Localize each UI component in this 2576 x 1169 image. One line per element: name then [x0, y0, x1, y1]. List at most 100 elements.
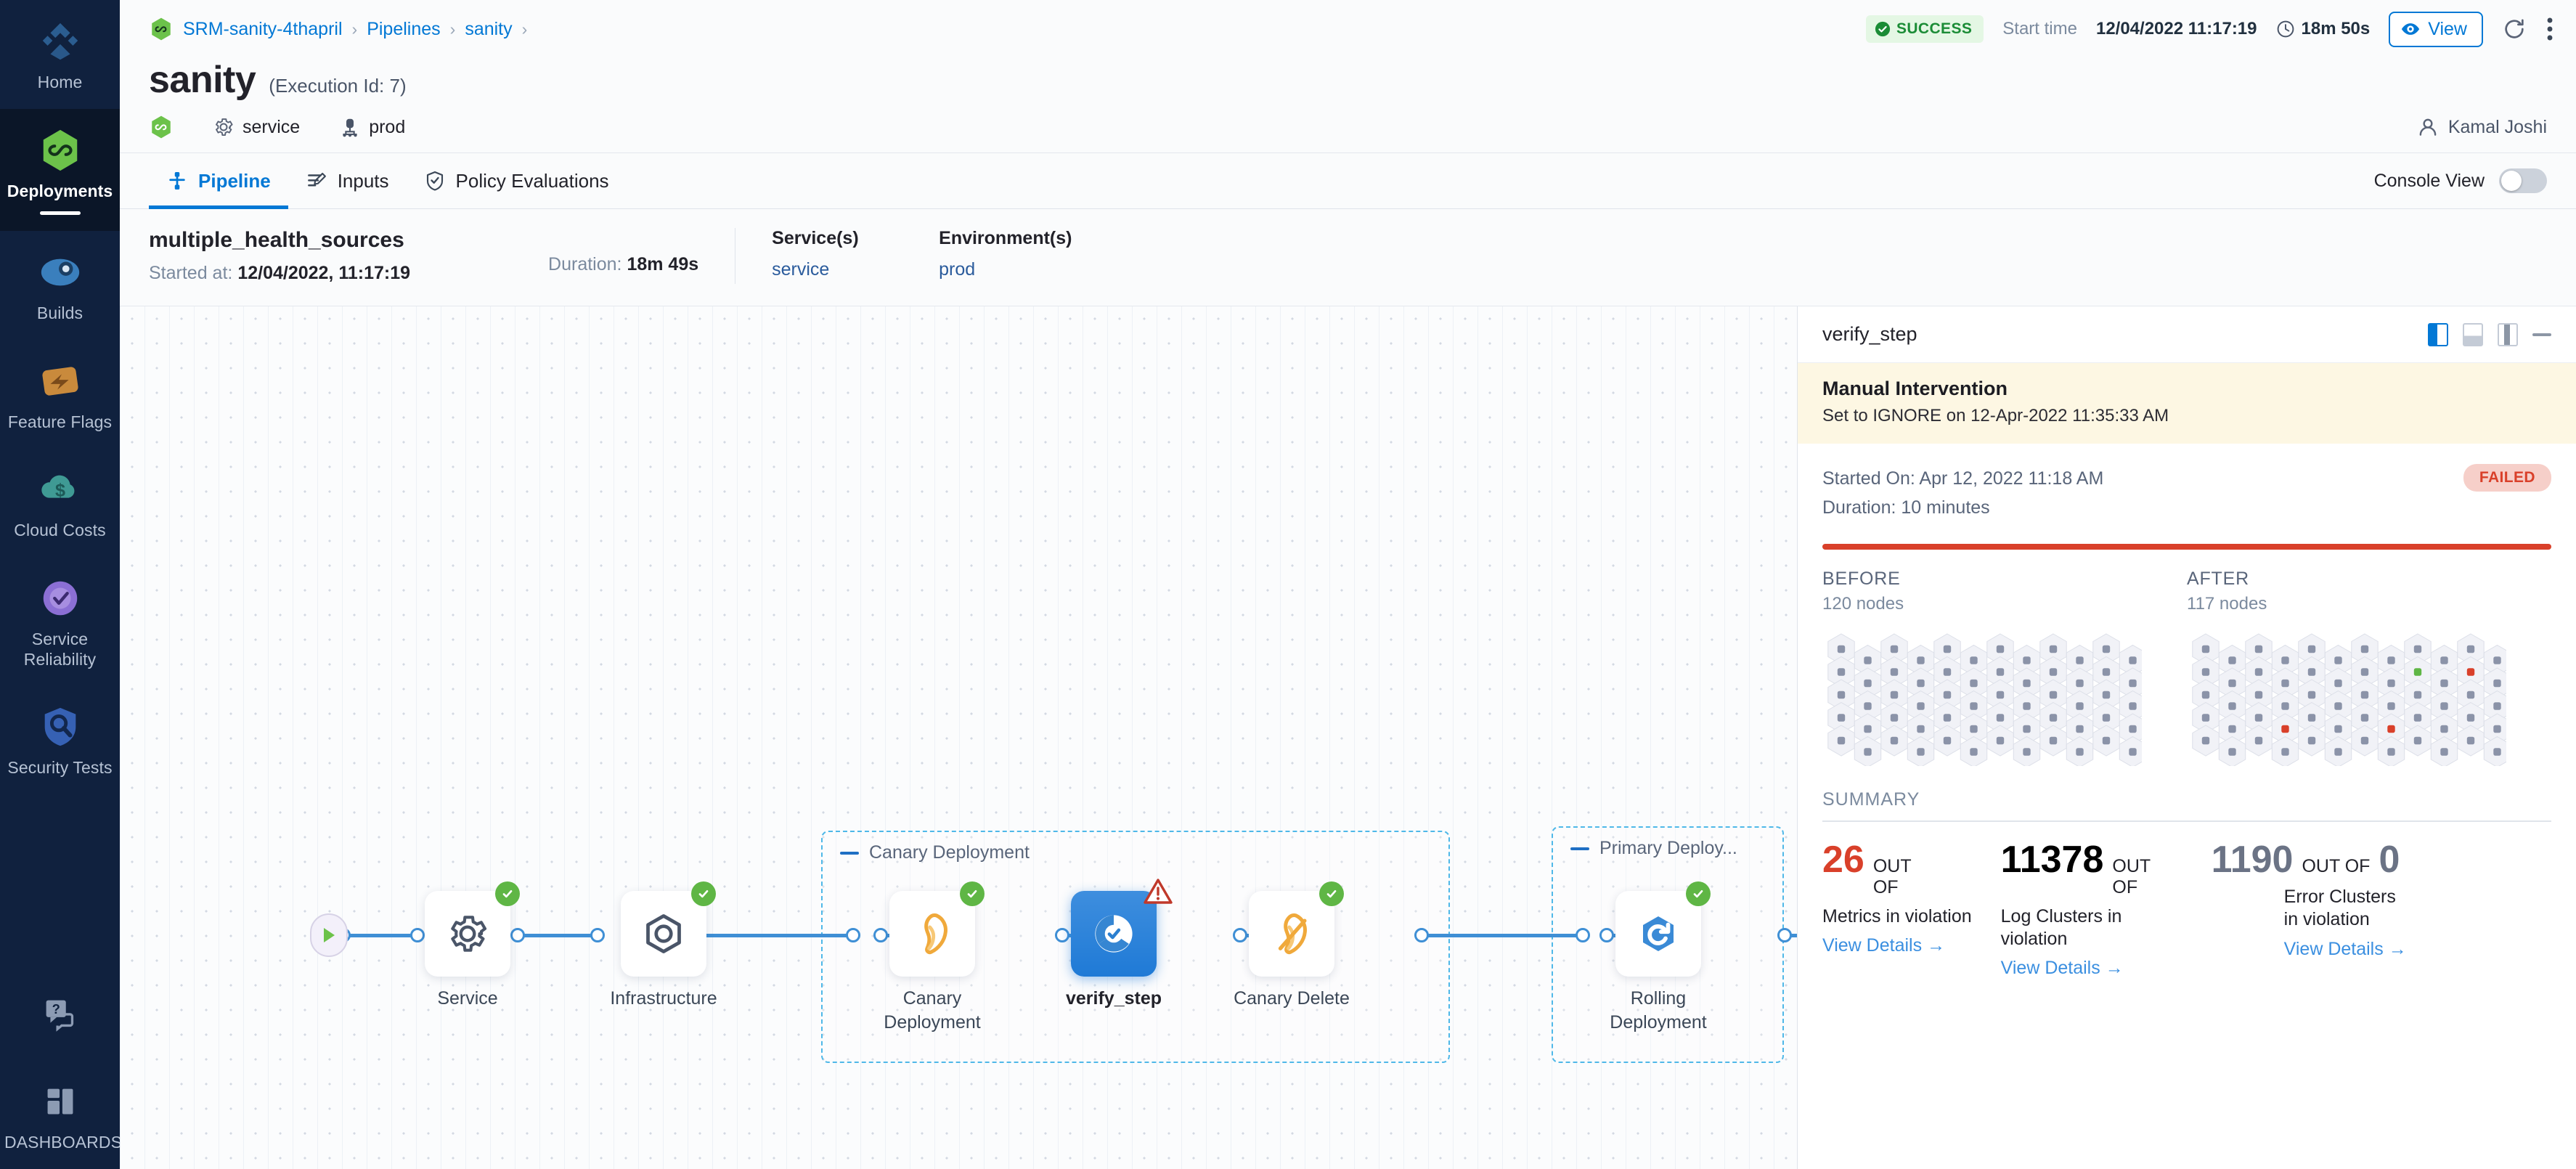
after-node-count: 117 nodes — [2187, 594, 2267, 614]
summary-view-details-link[interactable]: View Details → — [2284, 939, 2415, 960]
sidebar-item-security-tests[interactable]: Security Tests — [0, 685, 120, 794]
page-header: sanity (Execution Id: 7) service — [120, 58, 2576, 152]
meta-environment-label: prod — [369, 116, 406, 137]
sidebar-item-label: DASHBOARDS — [4, 1133, 123, 1152]
sidebar-spacer — [0, 794, 120, 972]
manual-intervention-subtitle: Set to IGNORE on 12-Apr-2022 11:35:33 AM — [1822, 406, 2169, 425]
tab-pipeline-label: Pipeline — [198, 169, 271, 192]
services-value[interactable]: service — [772, 259, 830, 280]
sidebar-item-feature-flags[interactable]: Feature Flags — [0, 340, 120, 449]
execution-id: (Execution Id: 7) — [269, 75, 407, 97]
inputs-icon — [307, 172, 326, 187]
breadcrumb: SRM-sanity-4thapril › Pipelines › sanity… — [149, 17, 527, 41]
sidebar-item-deployments[interactable]: Deployments — [0, 108, 120, 232]
hexagon-icon — [646, 914, 681, 953]
summary-value-red-part: 78 — [2061, 839, 2104, 881]
minimize-icon[interactable] — [2532, 333, 2551, 336]
node-box[interactable] — [621, 881, 716, 977]
started-label: Started at: — [149, 263, 233, 283]
node-box[interactable] — [1615, 881, 1711, 977]
sidebar-item-label: Home — [37, 73, 83, 91]
top-header-bar: SRM-sanity-4thapril › Pipelines › sanity… — [120, 0, 2576, 58]
svg-text:?: ? — [52, 1001, 60, 1017]
link-label: View Details — [2283, 938, 2384, 959]
environments-value[interactable]: prod — [939, 259, 976, 280]
svg-text:$: $ — [55, 481, 65, 501]
sidebar-item-help[interactable]: ? — [0, 972, 120, 1060]
sidebar-item-service-reliability[interactable]: Service Reliability — [0, 557, 120, 685]
sidebar-item-label: Security Tests — [7, 758, 113, 778]
arrow-right-icon: → — [2105, 958, 2124, 978]
home-diamond-icon — [42, 23, 78, 60]
tab-inputs[interactable]: Inputs — [288, 153, 407, 208]
more-options-button[interactable] — [2546, 16, 2554, 42]
connector — [1416, 934, 1583, 937]
clock-icon — [2277, 20, 2294, 38]
sidebar-item-label: Feature Flags — [7, 412, 113, 431]
execution-duration: Duration: 18m 49s — [548, 254, 698, 275]
node-box[interactable] — [1071, 879, 1173, 977]
summary-text: Error Clusters in violation — [2283, 887, 2396, 930]
split-bottom-icon[interactable] — [2463, 322, 2483, 346]
console-view-group: Console View — [2374, 153, 2547, 208]
verification-meta: Started On: Apr 12, 2022 11:18 AM Durati… — [1822, 464, 2103, 522]
meta-environment[interactable]: prod — [339, 116, 405, 138]
console-view-toggle[interactable] — [2499, 168, 2547, 193]
sidebar-item-builds[interactable]: Builds — [0, 231, 120, 340]
connector-dot — [1777, 928, 1792, 942]
summary-view-details-link[interactable]: View Details → — [1822, 935, 1972, 956]
collapse-dash-icon[interactable] — [840, 851, 859, 855]
duration-label: Duration: — [548, 254, 622, 274]
pipeline-node-canary-delete[interactable]: Canary Delete — [1234, 881, 1350, 1011]
pipeline-start-node[interactable] — [310, 913, 348, 957]
status-badge-label: SUCCESS — [1896, 20, 1973, 37]
tab-pipeline[interactable]: Pipeline — [149, 153, 288, 209]
breadcrumb-item-project[interactable]: SRM-sanity-4thapril — [183, 18, 343, 39]
connector-dot — [410, 928, 425, 942]
meta-service[interactable]: service — [213, 116, 300, 138]
refresh-button[interactable] — [2502, 17, 2527, 41]
node-status-success-icon — [960, 881, 985, 906]
summary-card-log-clusters: 11378 OUT OF Log Clusters in violation V… — [2001, 841, 2182, 979]
pipeline-canvas[interactable]: Canary Deployment Primary Deploy... — [120, 306, 1797, 1169]
sidebar-item-dashboards[interactable]: DASHBOARDS — [0, 1060, 123, 1169]
node-label: Canary Delete — [1234, 988, 1350, 1009]
node-label: Rolling Deployment — [1610, 988, 1707, 1032]
sidebar-item-cloud-costs[interactable]: $ Cloud Costs — [0, 448, 120, 557]
pipeline-node-canary-deployment[interactable]: Canary Deployment — [884, 881, 985, 1035]
pipeline-node-rolling-deployment[interactable]: Rolling Deployment — [1610, 881, 1711, 1035]
view-button[interactable]: View — [2389, 11, 2483, 47]
environments-column: Environment(s) prod — [939, 228, 1106, 280]
summary-view-details-link[interactable]: View Details → — [2001, 958, 2182, 979]
group-title: Canary Deployment — [840, 842, 1030, 863]
connector-dot — [873, 928, 888, 942]
node-box[interactable] — [889, 881, 985, 977]
toggle-knob — [2501, 171, 2522, 191]
user-chip[interactable]: Kamal Joshi — [2416, 115, 2547, 139]
node-label: Service — [437, 988, 498, 1009]
node-box[interactable] — [425, 881, 520, 977]
collapse-dash-icon[interactable] — [1570, 847, 1589, 850]
breadcrumb-separator: › — [351, 19, 358, 38]
tab-policy-evaluations[interactable]: Policy Evaluations — [407, 153, 627, 208]
environments-label: Environment(s) — [939, 228, 1072, 248]
node-box[interactable] — [1249, 881, 1344, 977]
summary-text: Log Clusters in violation — [2000, 905, 2122, 949]
pipeline-node-service[interactable]: Service — [425, 881, 520, 1011]
summary-value: 26 — [1822, 839, 1864, 881]
pipeline-node-infrastructure[interactable]: Infrastructure — [610, 881, 717, 1011]
verification-meta-row: Started On: Apr 12, 2022 11:18 AM Durati… — [1822, 464, 2551, 522]
breadcrumb-item-sanity[interactable]: sanity — [465, 18, 513, 39]
split-left-icon[interactable] — [2428, 322, 2448, 346]
breadcrumb-item-pipelines[interactable]: Pipelines — [367, 18, 441, 39]
connector-dot — [590, 928, 605, 942]
pipeline-node-verify-step[interactable]: verify_step — [1066, 879, 1173, 1011]
split-center-icon[interactable] — [2498, 322, 2518, 346]
summary-heading: SUMMARY — [1822, 789, 2551, 822]
sidebar-item-home[interactable]: Home — [0, 0, 120, 109]
sidebar: Home Deployments Builds Feature Flags — [0, 0, 123, 1169]
dashboards-grid-icon — [47, 1088, 73, 1115]
panel-body: Started On: Apr 12, 2022 11:18 AM Durati… — [1798, 444, 2576, 979]
summary-outof-label: OUT OF — [2302, 856, 2371, 876]
canary-bird-icon — [924, 913, 947, 955]
